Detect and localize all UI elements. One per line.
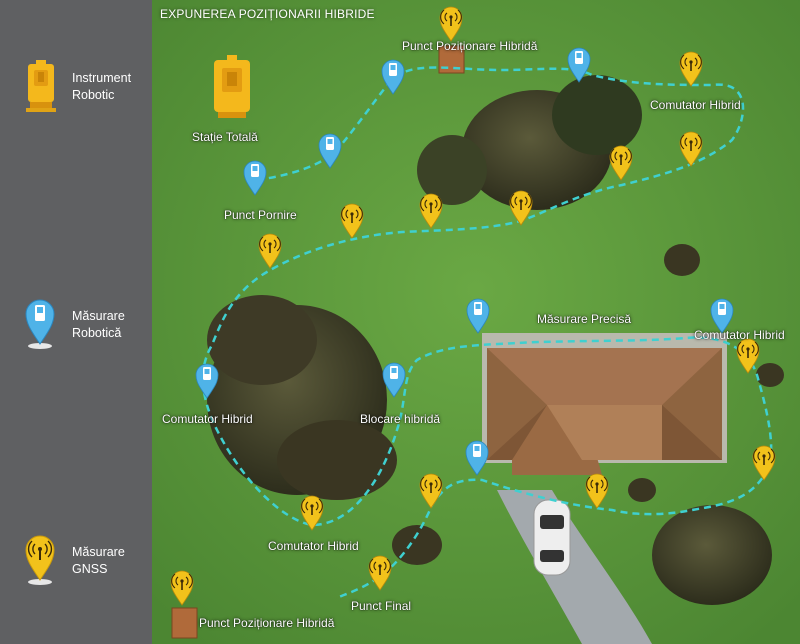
legend-item-gnss: Măsurare GNSS [22,532,152,592]
measurement-path [201,66,773,600]
label-switch-top-right: Comutator Hibrid [650,98,741,112]
gnss-antenna-pin-icon [25,535,55,585]
total-station-icon [214,55,250,118]
label-hybrid-point-top: Punct Poziționare Hibridă [402,39,538,53]
house [482,333,727,475]
robotic-measure-pin-icon [25,299,55,349]
legend-label-gnss: Măsurare GNSS [72,545,125,576]
trees [207,75,784,605]
label-start-point: Punct Pornire [224,208,297,222]
total-station-icon [26,60,56,112]
label-switch-left: Comutator Hibrid [162,412,253,426]
legend-item-robotic: Măsurare Robotică [22,296,152,356]
legend-label-robotic: Măsurare Robotică [72,309,125,340]
page-title: EXPUNEREA POZIȚIONARII HIBRIDE [160,7,375,21]
label-final-point: Punct Final [351,599,412,613]
label-total-station: Stație Totală [192,130,258,144]
site-map: EXPUNEREA POZIȚIONARII HIBRIDE Stație To… [152,0,800,644]
label-precise-measure: Măsurare Precisă [537,312,632,326]
label-hybrid-lock: Blocare hibridă [360,412,441,426]
car [533,499,571,576]
label-switch-right: Comutator Hibrid [694,328,785,342]
label-switch-bottom: Comutator Hibrid [268,539,359,553]
label-hybrid-point-bottom: Punct Poziționare Hibridă [199,616,335,630]
legend-label-instrument: Instrument Robotic [72,71,132,102]
legend-item-instrument: Instrument Robotic [22,58,152,118]
legend-panel: Instrument Robotic Măsurare Robotică Măs… [0,0,152,644]
map-background [152,0,800,644]
